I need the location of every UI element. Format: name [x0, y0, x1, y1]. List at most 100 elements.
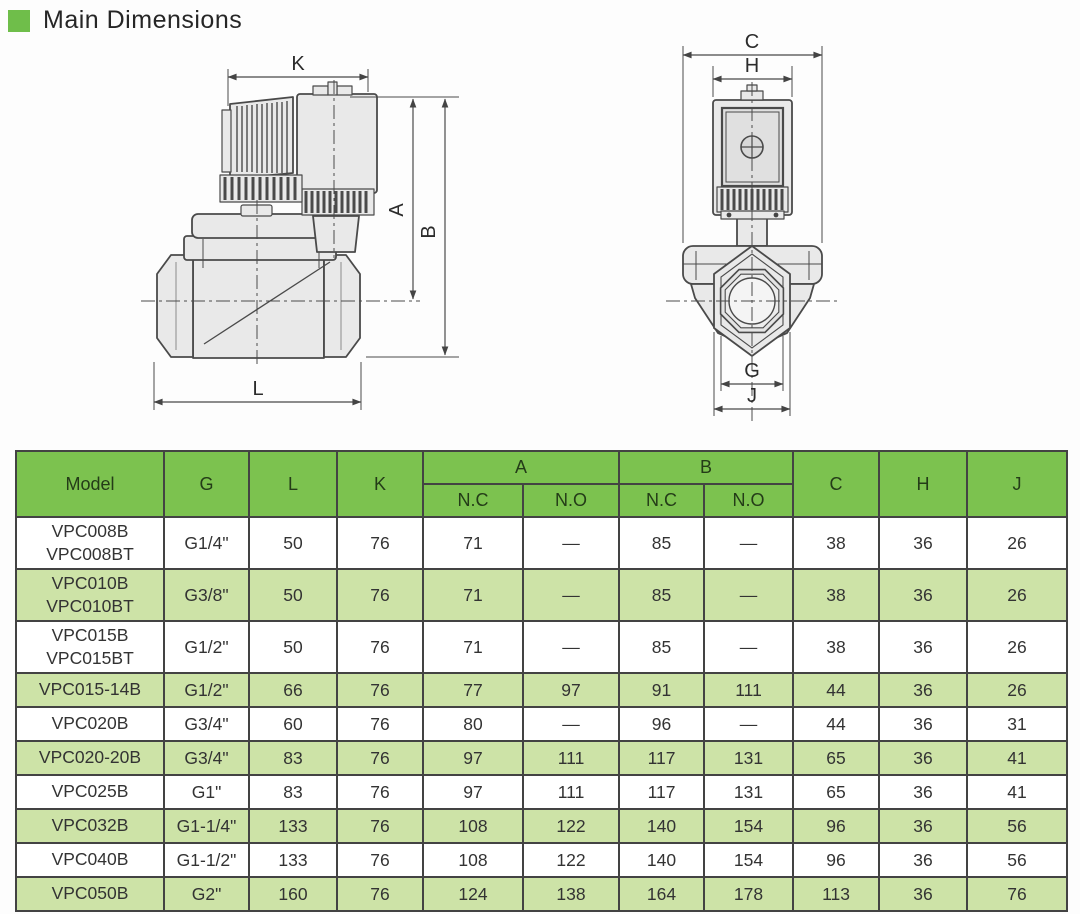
cell-g: G1/4" — [163, 516, 250, 570]
col-header-a-no: N.O — [521, 483, 621, 518]
cell-model: VPC040B — [15, 842, 165, 878]
cell-l: 83 — [248, 774, 338, 810]
cell-g: G3/4" — [163, 706, 250, 742]
cell-b_nc: 85 — [618, 568, 706, 622]
hex-nut-chamfer — [720, 253, 784, 349]
section-header: Main Dimensions — [8, 6, 242, 35]
cell-a_no: — — [521, 568, 621, 622]
dim-label-j: J — [747, 385, 757, 407]
cell-k: 76 — [336, 568, 424, 622]
cell-b_no: 111 — [703, 672, 795, 708]
cell-l: 50 — [248, 568, 338, 622]
connector-gland-knurl — [223, 177, 297, 200]
cell-c: 113 — [792, 876, 881, 912]
cell-j: 26 — [966, 516, 1069, 570]
col-header-h: H — [878, 450, 969, 518]
coil-side — [296, 93, 378, 194]
cell-h: 36 — [878, 706, 969, 742]
cell-a_nc: 71 — [422, 516, 524, 570]
cell-a_nc: 71 — [422, 568, 524, 622]
din-connector-ribs — [236, 101, 288, 173]
cell-b_nc: 96 — [618, 706, 706, 742]
cell-c: 38 — [792, 568, 881, 622]
cell-j: 26 — [966, 620, 1069, 674]
coil-skirt-knurl — [304, 191, 368, 213]
cell-a_nc: 97 — [422, 774, 524, 810]
cell-k: 76 — [336, 672, 424, 708]
cell-g: G3/4" — [163, 740, 250, 776]
cell-model: VPC010B VPC010BT — [15, 568, 165, 622]
cell-j: 41 — [966, 774, 1069, 810]
dim-label-b: B — [418, 225, 440, 238]
cell-b_no: 178 — [703, 876, 795, 912]
col-header-a: A — [421, 450, 621, 485]
cell-a_no: 111 — [521, 774, 621, 810]
cell-l: 83 — [248, 740, 338, 776]
col-header-b: B — [618, 450, 795, 485]
coil-terminal — [336, 85, 353, 96]
cell-c: 96 — [792, 842, 881, 878]
cell-g: G1" — [163, 774, 250, 810]
coil-front-knurl — [720, 189, 784, 210]
cell-a_nc: 108 — [422, 808, 524, 844]
cell-h: 36 — [878, 568, 969, 622]
col-header-model: Model — [15, 450, 165, 518]
dim-label-k: K — [291, 53, 305, 75]
cell-a_nc: 124 — [422, 876, 524, 912]
cell-c: 38 — [792, 620, 881, 674]
cell-a_no: 111 — [521, 740, 621, 776]
cell-h: 36 — [878, 516, 969, 570]
cell-a_no: 97 — [521, 672, 621, 708]
cell-c: 65 — [792, 740, 881, 776]
cell-j: 41 — [966, 740, 1069, 776]
col-header-k: K — [336, 450, 424, 518]
cell-model: VPC032B — [15, 808, 165, 844]
col-header-b-nc: N.C — [618, 483, 706, 518]
cell-b_no: 154 — [703, 842, 795, 878]
cell-b_nc: 91 — [618, 672, 706, 708]
cell-l: 66 — [248, 672, 338, 708]
valve-body-side — [192, 249, 325, 359]
cell-b_no: — — [703, 620, 795, 674]
section-bullet-icon — [8, 9, 30, 32]
cell-g: G1/2" — [163, 620, 250, 674]
cell-a_no: — — [521, 706, 621, 742]
cell-h: 36 — [878, 842, 969, 878]
cell-h: 36 — [878, 672, 969, 708]
cell-a_nc: 108 — [422, 842, 524, 878]
cell-b_no: — — [703, 516, 795, 570]
body-diagonal-line — [203, 261, 331, 345]
cell-l: 50 — [248, 620, 338, 674]
col-header-j: J — [966, 450, 1069, 518]
col-header-l: L — [248, 450, 338, 518]
cell-model: VPC015B VPC015BT — [15, 620, 165, 674]
cell-a_no: — — [521, 516, 621, 570]
cell-j: 26 — [966, 568, 1069, 622]
bonnet-plate — [191, 213, 333, 239]
cell-l: 60 — [248, 706, 338, 742]
cell-k: 76 — [336, 620, 424, 674]
dimensions-table: Model G L K A B C H J N.C N.O N.C N.O VP… — [15, 450, 1069, 912]
dim-label-l: L — [252, 378, 263, 400]
cell-h: 36 — [878, 774, 969, 810]
cap-rivet — [773, 212, 779, 218]
cell-a_no: 138 — [521, 876, 621, 912]
cell-j: 31 — [966, 706, 1069, 742]
col-header-b-no: N.O — [703, 483, 795, 518]
cap-rivet — [726, 212, 732, 218]
cell-c: 44 — [792, 672, 881, 708]
cell-g: G3/8" — [163, 568, 250, 622]
cell-h: 36 — [878, 876, 969, 912]
cell-model: VPC015-14B — [15, 672, 165, 708]
cell-j: 26 — [966, 672, 1069, 708]
cell-h: 36 — [878, 620, 969, 674]
cell-b_no: 154 — [703, 808, 795, 844]
coil-terminal-center — [327, 81, 338, 96]
